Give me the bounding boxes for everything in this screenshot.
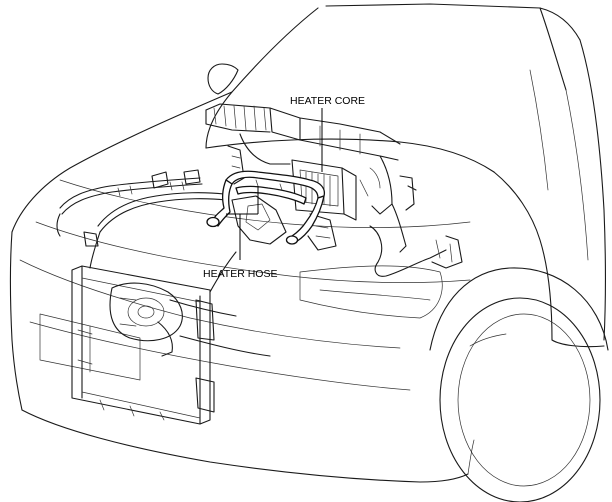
heater-core-label: HEATER CORE: [290, 95, 365, 107]
heater-hose-leader: [226, 186, 259, 260]
heater-hose-label: HEATER HOSE: [203, 268, 277, 280]
car-body: [9, 3, 609, 502]
hvac-unit: [205, 103, 463, 277]
radiator: [71, 251, 271, 425]
ac-piping: [56, 169, 227, 269]
callout-leaders: [226, 108, 323, 260]
heater-hoses: [206, 170, 326, 245]
